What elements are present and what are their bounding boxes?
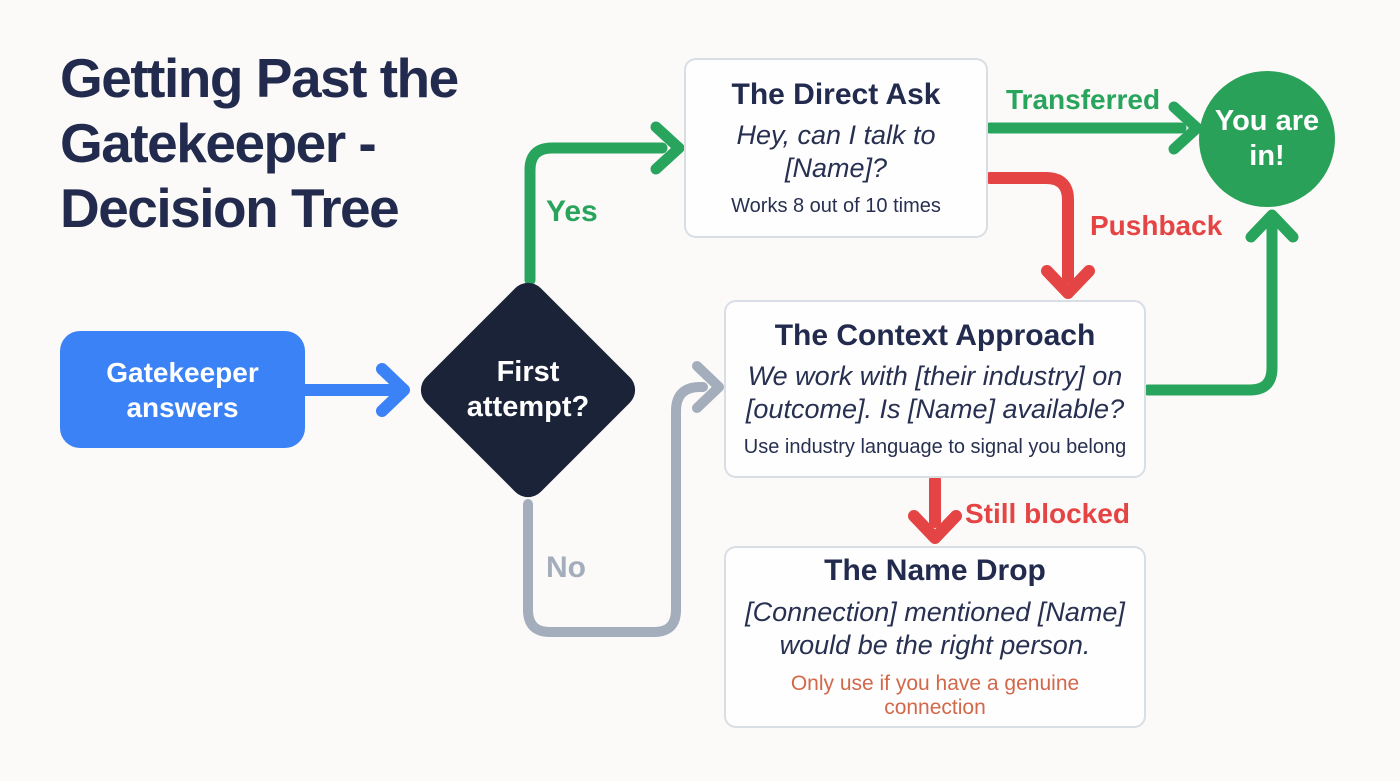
- node-name-drop-note: Only use if you have a genuine connectio…: [790, 671, 1080, 719]
- node-first-attempt-label-wrap: First attempt?: [448, 309, 608, 471]
- edge-no-line: [523, 382, 708, 637]
- node-context-approach-title: The Context Approach: [774, 318, 1096, 352]
- node-name-drop-title: The Name Drop: [824, 554, 1046, 588]
- node-direct-ask: The Direct Ask Hey, can I talk to [Name]…: [684, 58, 988, 238]
- node-first-attempt-label: First attempt?: [466, 356, 590, 423]
- edge-start-to-decision-arrowhead: [376, 363, 410, 417]
- node-context-approach-script: We work with [their industry] on [outcom…: [745, 361, 1125, 425]
- edge-context-to-success-line: [1142, 218, 1278, 396]
- edge-pushback-arrowhead: [1041, 265, 1095, 299]
- edge-pushback-line: [984, 172, 1074, 284]
- edge-transferred-arrowhead: [1168, 101, 1203, 155]
- node-name-drop: The Name Drop [Connection] mentioned [Na…: [724, 546, 1146, 728]
- edge-label-transferred: Transferred: [1006, 84, 1161, 115]
- edge-yes-arrowhead: [650, 121, 685, 175]
- edge-stillblocked-arrowhead: [908, 510, 962, 544]
- node-you-are-in: You are in!: [1199, 71, 1335, 207]
- node-direct-ask-title: The Direct Ask: [731, 77, 941, 111]
- node-context-approach: The Context Approach We work with [their…: [724, 300, 1146, 478]
- edge-context-to-success-arrowhead: [1245, 209, 1299, 243]
- node-direct-ask-note: Works 8 out of 10 times: [731, 195, 941, 218]
- edge-label-pushback: Pushback: [1090, 210, 1223, 241]
- node-direct-ask-script: Hey, can I talk to [Name]?: [736, 120, 936, 184]
- edge-no-arrowhead: [692, 361, 724, 413]
- node-name-drop-script: [Connection] mentioned [Name] would be t…: [745, 596, 1125, 660]
- node-gatekeeper-answers: Gatekeeper answers: [60, 331, 305, 448]
- edge-label-yes: Yes: [546, 195, 598, 228]
- node-gatekeeper-answers-label: Gatekeeper answers: [106, 356, 259, 423]
- edge-label-no: No: [546, 551, 586, 584]
- page-title: Getting Past the Gatekeeper - Decision T…: [60, 47, 459, 239]
- edge-label-still-blocked: Still blocked: [965, 498, 1130, 529]
- node-context-approach-note: Use industry language to signal you belo…: [743, 436, 1127, 459]
- edge-yes-line: [524, 142, 668, 286]
- node-you-are-in-label: You are in!: [1214, 105, 1320, 172]
